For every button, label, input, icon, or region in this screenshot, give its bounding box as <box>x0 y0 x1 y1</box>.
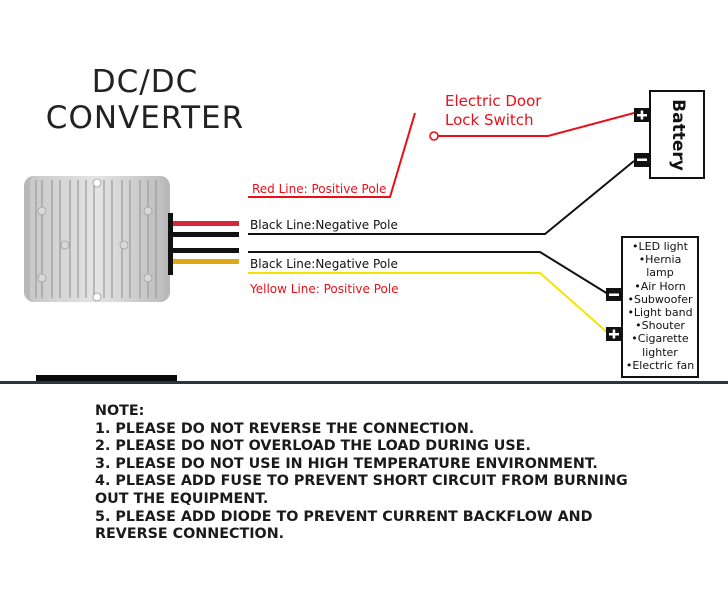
red-wire-label: Red Line: Positive Pole <box>252 182 387 196</box>
door-lock-switch-label: Electric Door Lock Switch <box>445 92 541 130</box>
load-item: •Subwoofer <box>627 292 693 306</box>
cable-gland <box>168 213 173 275</box>
battery-negative-terminal-icon <box>634 153 650 167</box>
load-item: •Shouter <box>635 319 685 333</box>
load-item: •Hernia <box>638 253 682 267</box>
black-wire-label-bottom: Black Line:Negative Pole <box>250 257 398 271</box>
switch-label-line-2: Lock Switch <box>445 111 534 129</box>
note-line: 4. PLEASE ADD FUSE TO PREVENT SHORT CIRC… <box>95 473 628 490</box>
mount-hole-top <box>92 178 102 188</box>
load-item: •LED light <box>632 240 688 253</box>
load-item: lamp <box>646 266 674 280</box>
black-wire-stub-bottom <box>173 248 239 253</box>
load-item: •Air Horn <box>634 279 686 293</box>
yellow-wire-label: Yellow Line: Positive Pole <box>250 282 399 296</box>
note-line: 2. PLEASE DO NOT OVERLOAD THE LOAD DURIN… <box>95 438 531 455</box>
notes-section: NOTE: 1. PLEASE DO NOT REVERSE THE CONNE… <box>95 403 628 544</box>
mount-hole-bottom <box>92 292 102 302</box>
battery-label-wrapper: Battery <box>652 92 704 178</box>
note-line: 5. PLEASE ADD DIODE TO PREVENT CURRENT B… <box>95 508 593 525</box>
red-wire-to-battery <box>438 112 635 137</box>
load-box-border <box>621 236 699 378</box>
title-line-2: CONVERTER <box>45 100 245 136</box>
black-wire-to-load <box>248 251 609 295</box>
black-block <box>36 375 177 381</box>
converter-screws <box>37 206 153 283</box>
note-line: REVERSE CONNECTION. <box>95 526 285 543</box>
converter-face <box>30 176 164 302</box>
diagram-title: DC/DC CONVERTER <box>30 64 260 136</box>
load-positive-terminal-icon <box>606 327 622 341</box>
notes-heading: NOTE: <box>95 403 145 419</box>
red-wire-stub <box>173 221 239 226</box>
yellow-wire-to-load <box>248 272 609 334</box>
section-divider <box>0 381 728 384</box>
load-item: lighter <box>642 345 678 359</box>
black-wire-label-top: Black Line:Negative Pole <box>250 218 398 232</box>
load-negative-terminal-icon <box>606 288 622 301</box>
battery-box <box>649 90 705 179</box>
note-line: 3. PLEASE DO NOT USE IN HIGH TEMPERATURE… <box>95 455 598 472</box>
load-item: •Light band <box>627 306 693 320</box>
note-line: 1. PLEASE DO NOT REVERSE THE CONNECTION. <box>95 420 475 437</box>
title-line-1: DC/DC <box>91 64 199 100</box>
load-item: •Electric fan <box>625 358 695 372</box>
black-wire-stub-top <box>173 232 239 237</box>
dc-dc-converter-image <box>24 176 173 302</box>
note-line: OUT THE EQUIPMENT. <box>95 490 269 507</box>
battery-label: Battery <box>668 99 688 171</box>
black-wire-to-battery <box>248 160 635 235</box>
red-wire-to-switch <box>248 112 416 198</box>
load-list: •LED light •Hernia lamp •Air Horn •Subwo… <box>622 237 698 377</box>
yellow-wire-stub <box>173 259 239 264</box>
switch-contact-icon <box>429 131 439 141</box>
switch-label-line-1: Electric Door <box>445 92 542 110</box>
battery-positive-terminal-icon <box>634 108 650 122</box>
load-item: •Cigarette <box>631 332 689 346</box>
